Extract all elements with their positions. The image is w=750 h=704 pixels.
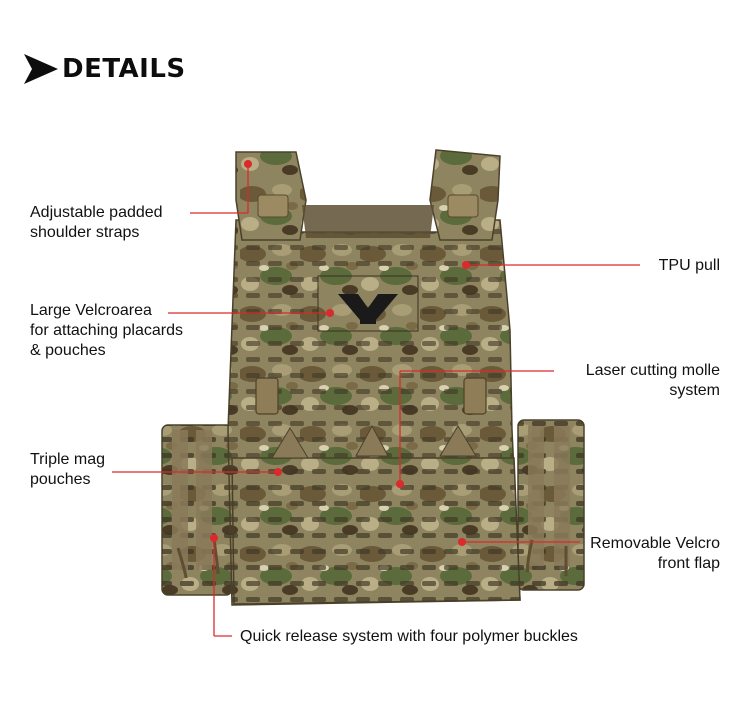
section-title: DETAILS [62, 54, 186, 84]
callout-line: & pouches [30, 342, 106, 359]
callout-line: TPU pull [658, 257, 720, 274]
callout-line: shoulder straps [30, 224, 140, 241]
callout-tpu-pull: TPU pull [659, 256, 720, 276]
callout-shoulder-straps: Adjustable padded shoulder straps [30, 203, 163, 243]
callout-quick-release: Quick release system with four polymer b… [240, 627, 578, 647]
section-header: DETAILS [24, 52, 186, 86]
callout-line: Triple mag [30, 451, 105, 468]
callout-front-flap: Removable Velcro front flap [590, 534, 720, 574]
callout-line: pouches [30, 471, 91, 488]
callout-velcro-area: Large Velcroarea for attaching placards … [30, 301, 183, 361]
callout-line: system [669, 382, 720, 399]
callout-line: Large Velcroarea [30, 302, 152, 319]
arrow-right-icon [24, 54, 58, 84]
callout-line: Removable Velcro [590, 535, 720, 552]
brand-logo [338, 294, 398, 324]
callout-line: for attaching placards [30, 322, 183, 339]
callout-line: Quick release system with four polymer b… [240, 628, 578, 645]
callout-line: Laser cutting molle [585, 362, 720, 379]
callout-mag-pouches: Triple mag pouches [30, 450, 105, 490]
callout-line: front flap [657, 555, 720, 572]
callout-molle-system: Laser cutting molle system [586, 361, 720, 401]
left-cummerbund [161, 424, 233, 596]
callout-line: Adjustable padded [30, 204, 163, 221]
